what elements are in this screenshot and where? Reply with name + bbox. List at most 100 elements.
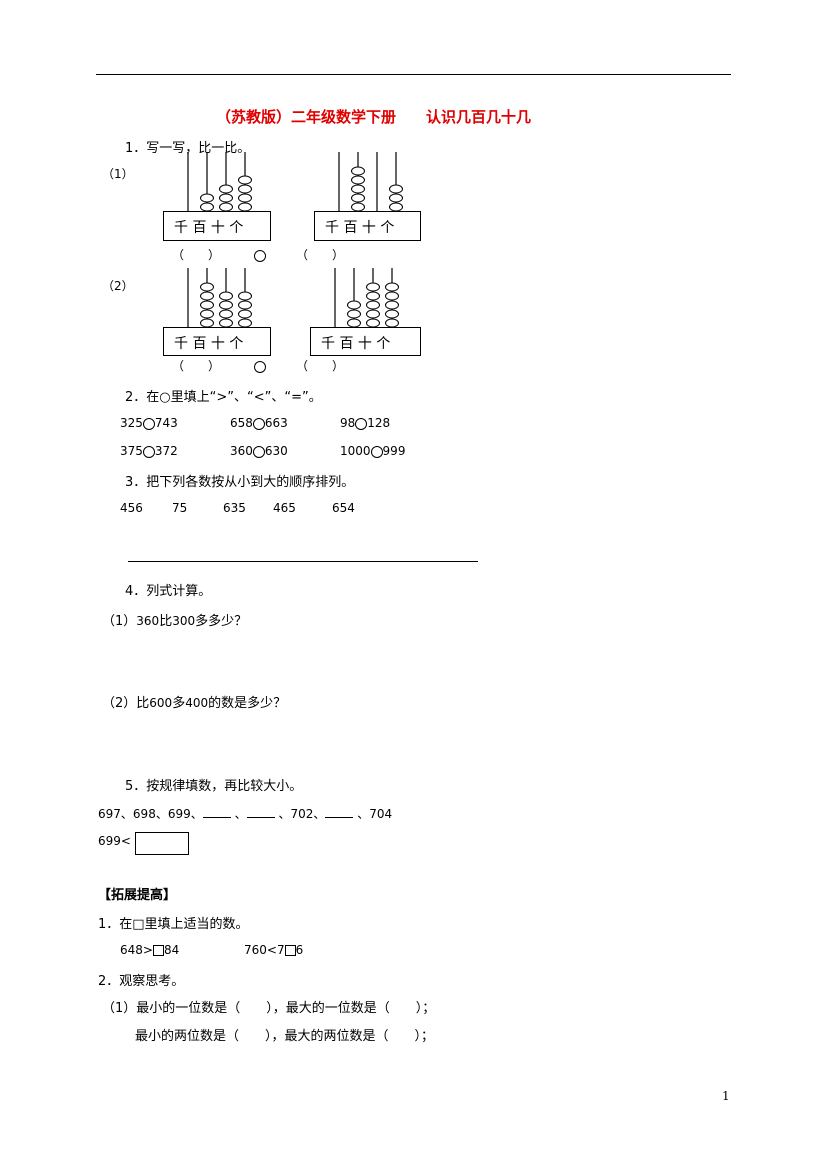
abacus-2-base: 千 百 十 个 bbox=[314, 211, 421, 241]
q5-sequence: 697、698、699、 、 、702、 、704 bbox=[98, 805, 392, 822]
abacus-bead bbox=[385, 309, 399, 319]
abacus-bead bbox=[385, 300, 399, 310]
seq-sep: 、 bbox=[155, 807, 168, 821]
abacus-3-base: 千 百 十 个 bbox=[163, 327, 271, 356]
abacus-bead bbox=[385, 318, 399, 328]
seq-value: 704 bbox=[369, 807, 393, 821]
q4-2-mid: 多 bbox=[172, 696, 186, 711]
q2-item: 375 372 bbox=[120, 444, 178, 458]
seq-sep: 、 bbox=[313, 807, 326, 821]
seq-blank[interactable] bbox=[246, 807, 275, 818]
abacus-4-place-labels: 千 百 十 个 bbox=[321, 336, 391, 352]
q2-left: 375 bbox=[120, 444, 143, 458]
seq-value: 697 bbox=[98, 807, 121, 821]
ext-q1-right-b: 6 bbox=[295, 943, 304, 957]
fill-box[interactable] bbox=[284, 945, 296, 956]
abacus-4 bbox=[334, 268, 399, 328]
compare-circle-2[interactable] bbox=[254, 361, 266, 373]
q3-heading: 3．把下列各数按从小到大的顺序排列。 bbox=[125, 475, 355, 490]
abacus-bead bbox=[200, 318, 214, 328]
q2-item: 360 630 bbox=[230, 444, 288, 458]
q4-1-prefix: （1） bbox=[102, 614, 137, 629]
abacus-bead bbox=[351, 184, 365, 194]
abacus-bead bbox=[238, 291, 252, 301]
abacus-bead bbox=[366, 309, 380, 319]
compare-circle[interactable] bbox=[252, 417, 265, 430]
abacus-bead bbox=[366, 291, 380, 301]
q4-2-a: 600 bbox=[149, 696, 173, 710]
seq-sep: 、 bbox=[278, 807, 291, 821]
q1-answer-4[interactable]: （ ） bbox=[296, 359, 345, 373]
compare-circle[interactable] bbox=[142, 417, 155, 430]
page-number: 1 bbox=[722, 1089, 730, 1103]
q4-1-b: 300 bbox=[172, 614, 196, 628]
q3-number: 635 bbox=[223, 501, 246, 515]
header-rule bbox=[96, 74, 731, 75]
abacus-bead bbox=[238, 202, 252, 212]
abacus-bead bbox=[219, 318, 233, 328]
compare-circle[interactable] bbox=[252, 445, 265, 458]
seq-value: 699 bbox=[167, 807, 191, 821]
ext-q1-left-b: 84 bbox=[163, 943, 180, 957]
abacus-bead bbox=[238, 309, 252, 319]
page-title: （苏教版）二年级数学下册 认识几百几十几 bbox=[216, 108, 532, 126]
abacus-1-place-labels: 千 百 十 个 bbox=[174, 220, 244, 236]
q1-answer-3[interactable]: （ ） bbox=[172, 359, 221, 373]
abacus-bead bbox=[347, 300, 361, 310]
q2-heading: 2．在○里填上“>”、“<”、“=”。 bbox=[125, 390, 322, 405]
ext-q2-line2: 最小的两位数是（ ），最大的两位数是（ ）； bbox=[135, 1029, 435, 1044]
abacus-bead bbox=[351, 193, 365, 203]
q2-right: 743 bbox=[154, 416, 178, 430]
q3-number: 456 bbox=[120, 501, 143, 515]
seq-sep: 、 bbox=[234, 807, 247, 821]
q5-answer-box[interactable] bbox=[135, 832, 189, 855]
abacus-2 bbox=[338, 152, 403, 212]
q1-answer-2[interactable]: （ ） bbox=[296, 248, 345, 262]
abacus-bead bbox=[389, 193, 403, 203]
q3-number: 654 bbox=[332, 501, 355, 515]
q4-1-suffix: 多多少？ bbox=[195, 614, 248, 629]
fill-box[interactable] bbox=[152, 945, 164, 956]
q2-left: 325 bbox=[120, 416, 143, 430]
abacus-bead bbox=[347, 309, 361, 319]
compare-circle[interactable] bbox=[355, 417, 368, 430]
abacus-bead bbox=[351, 202, 365, 212]
abacus-bead bbox=[238, 184, 252, 194]
q3-answer-line[interactable] bbox=[128, 561, 478, 562]
ext-q2-heading: 2．观察思考。 bbox=[98, 974, 185, 989]
ext-heading: 【拓展提高】 bbox=[98, 888, 177, 903]
q4-2-suffix: 的数是多少？ bbox=[208, 696, 287, 711]
abacus-1-base: 千 百 十 个 bbox=[163, 211, 271, 241]
ext-q1-right-a: 760<7 bbox=[244, 943, 285, 957]
seq-sep: 、 bbox=[357, 807, 370, 821]
q2-right: 372 bbox=[154, 444, 178, 458]
abacus-bead bbox=[351, 175, 365, 185]
seq-blank[interactable] bbox=[202, 807, 231, 818]
ext-q1-left-a: 648> bbox=[120, 943, 153, 957]
q2-left: 360 bbox=[230, 444, 253, 458]
q5-heading: 5．按规律填数，再比较大小。 bbox=[125, 779, 303, 794]
seq-sep: 、 bbox=[190, 807, 203, 821]
q3-number: 75 bbox=[172, 501, 188, 515]
q2-right: 630 bbox=[264, 444, 288, 458]
q4-heading: 4．列式计算。 bbox=[125, 584, 212, 599]
abacus-bead bbox=[366, 318, 380, 328]
abacus-bead bbox=[219, 309, 233, 319]
q4-1-a: 360 bbox=[136, 614, 160, 628]
abacus-bead bbox=[219, 202, 233, 212]
q4-item-2: （2）比600多400的数是多少？ bbox=[102, 692, 286, 711]
seq-blank[interactable] bbox=[325, 807, 354, 818]
q1-part1-label: （1） bbox=[102, 167, 134, 181]
compare-circle[interactable] bbox=[142, 445, 155, 458]
abacus-bead bbox=[219, 291, 233, 301]
abacus-3 bbox=[187, 268, 252, 328]
q1-answer-1[interactable]: （ ） bbox=[172, 248, 221, 262]
ext-q2-line1: （1）最小的一位数是（ ），最大的一位数是（ ）； bbox=[102, 1001, 436, 1016]
q1-heading: 1．写一写，比一比。 bbox=[125, 141, 251, 156]
abacus-bead bbox=[351, 166, 365, 176]
abacus-bead bbox=[200, 300, 214, 310]
compare-circle[interactable] bbox=[370, 445, 383, 458]
abacus-bead bbox=[347, 318, 361, 328]
compare-circle-1[interactable] bbox=[254, 250, 266, 262]
seq-value: 702 bbox=[290, 807, 314, 821]
